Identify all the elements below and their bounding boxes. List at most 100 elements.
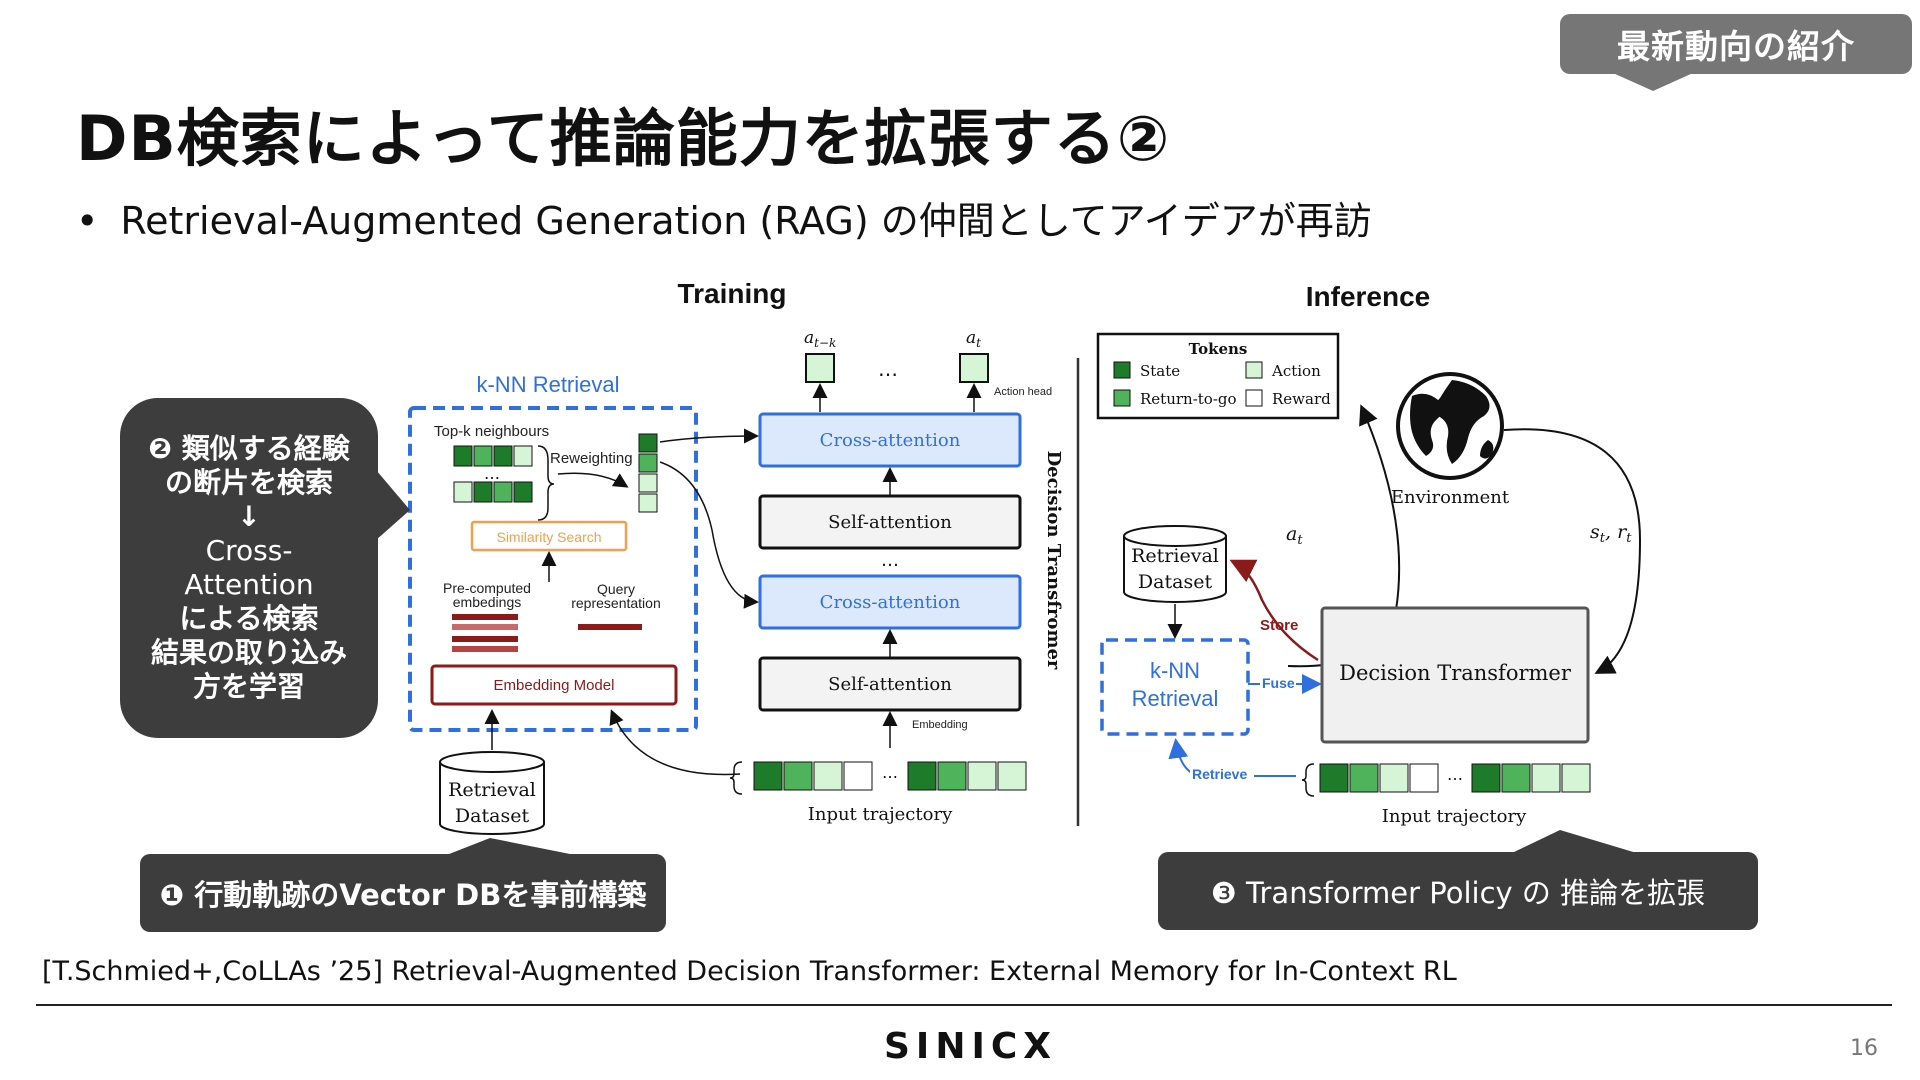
inference-heading: Inference [1306,281,1431,312]
callout2-line1: ❷ 類似する経験 [148,432,350,465]
retrieve-label: Retrieve [1192,766,1247,782]
fuse-label-bg [1260,674,1296,690]
callout2-line5: Attention [184,568,314,601]
inference-retrieval-dataset [1123,525,1227,603]
callout2-line8: 方を学習 [192,670,305,703]
inference-label-st-rt: st, rt [1590,521,1632,546]
training-trajectory-brace [729,761,743,795]
inference-dataset-line2: Dataset [1138,571,1213,593]
representation-label: representation [571,595,661,611]
query-label: Query [597,581,635,597]
inference-input-trajectory-label: Input trajectory [1382,806,1527,827]
callout3-pointer [1510,830,1640,854]
inference-knn-box [1100,638,1250,736]
retrieve-label-bg [1190,766,1254,782]
action-head-label: Action head [994,386,1052,398]
fuse-label: Fuse [1262,675,1295,691]
action-token-atk [805,353,835,383]
store-label: Store [1260,617,1298,634]
label-atk: at−k [804,328,836,350]
inference-trajectory-tokens [1319,763,1591,793]
inference-dataset-line1: Retrieval [1131,545,1219,567]
cross-attention-top-label: Cross-attention [820,430,961,451]
embedding-model-box [430,664,678,706]
callout-cross-attention: ❷ 類似する経験 の断片を検索 ↓ Cross- Attention による検索… [120,398,378,738]
environment-globe-icon [1396,372,1504,480]
knn-title: k-NN Retrieval [476,372,619,397]
self-attention-top-label: Self-attention [828,512,952,533]
environment-to-dt-arrow [1503,428,1642,674]
retrieval-to-cross-bottom [659,461,759,609]
page-number: 16 [1850,1036,1878,1061]
training-dataset-line1: Retrieval [448,779,536,801]
training-input-trajectory-label: Input trajectory [808,804,953,825]
callout2-line6: による検索 [179,602,319,635]
legend-swatch-action [1245,361,1263,379]
topk-label: Top-k neighbours [434,423,549,440]
training-heading: Training [678,278,787,309]
retrieval-to-cross-top [659,428,759,444]
action-ellipsis: … [878,357,898,381]
store-arrow [1229,559,1319,662]
inference-decision-transformer-box [1320,606,1590,744]
similarity-search-label: Similarity Search [496,529,601,545]
callout2-line4: Cross- [205,534,293,567]
legend-action: Action [1271,362,1321,380]
callout2-line2: の断片を検索 [164,466,333,499]
legend-swatch-state [1113,361,1131,379]
callout-policy: ❸ Transformer Policy の 推論を拡張 [1158,852,1758,930]
stack-ellipsis: … [881,550,899,571]
bullet-item: • Retrieval-Augmented Generation (RAG) の仲… [76,190,1372,245]
training-trajectory-tokens [753,761,1027,791]
query-embedding-bar [578,624,642,630]
bullet-text: Retrieval-Augmented Generation (RAG) の仲間… [120,199,1372,243]
legend-swatch-return [1113,389,1131,407]
cross-attention-box-top [758,412,1022,468]
embedding-model-label: Embedding Model [494,677,615,694]
inference-decision-transformer-label: Decision Transformer [1339,661,1572,685]
section-tag-pointer [1613,73,1693,91]
neighbour-ellipsis: … [484,464,500,483]
cross-attention-box-bottom [758,574,1022,630]
sinicx-logo: SINICX [884,1026,1058,1067]
bullet-dot: • [76,199,99,243]
section-tag-label: 最新動向の紹介 [1617,27,1855,66]
callout1-pointer [444,838,580,856]
action-token-at [959,353,989,383]
training-trajectory-ellipsis: … [882,763,898,782]
precomputed-label: Pre-computed [443,580,531,596]
inference-knn-line1: k-NN [1150,658,1200,683]
embedding-label: Embedding [912,719,968,731]
section-tag: 最新動向の紹介 [1560,14,1912,74]
inference-label-at: at [1286,523,1303,548]
callout2-line7: 結果の取り込み [150,636,347,669]
legend-swatch-reward [1245,389,1263,407]
callout2-line3: ↓ [237,500,261,533]
training-retrieval-dataset [439,751,545,835]
reference-citation: [T.Schmied+,CoLLAs ’25] Retrieval-Augmen… [42,956,1457,987]
tokens-legend-title: Tokens [1189,340,1248,358]
inference-knn-line2: Retrieval [1132,686,1219,711]
reweighting-label: Reweighting [550,450,633,467]
inference-trajectory-ellipsis: … [1447,765,1463,784]
precomputed-embedding-bars [452,614,518,652]
neighbour-row-2 [453,481,533,503]
reweighting-arrow [557,472,629,488]
label-at: at [966,328,981,350]
legend-reward: Reward [1272,390,1331,408]
reweighted-column [638,433,658,513]
decision-transformer-vertical-label: Decision Transfromer [1043,451,1064,670]
neighbour-row-1 [453,445,533,467]
training-dataset-line2: Dataset [455,805,530,827]
trajectory-to-embedding-arrow [609,709,741,776]
similarity-search-box [470,520,628,552]
knn-retrieval-box [408,406,698,732]
legend-return-to-go: Return-to-go [1140,390,1237,408]
embedings-label: embedings [453,594,522,610]
environment-label: Environment [1391,487,1510,508]
footer-rule [36,1004,1892,1006]
self-attention-bottom-label: Self-attention [828,674,952,695]
inference-trajectory-brace [1301,763,1315,797]
callout-vector-db: ❶ 行動軌跡のVector DBを事前構築 [140,854,666,932]
